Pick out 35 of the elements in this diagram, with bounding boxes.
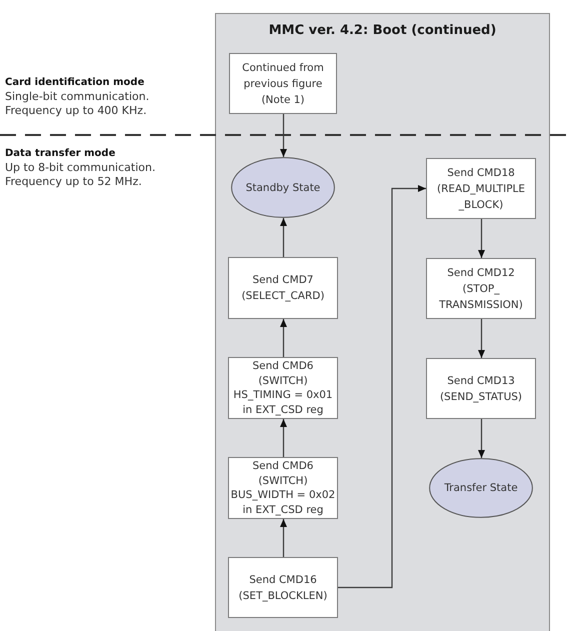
arrow	[338, 185, 426, 588]
process-box	[228, 557, 338, 618]
process-label: Send CMD6 (SWITCH) HS_TIMING = 0x01 in EXT_CSD reg	[232, 359, 334, 417]
mode-heading: Data transfer mode	[5, 147, 116, 161]
arrow	[280, 519, 287, 557]
process-label: Continued from previous figure (Note 1)	[241, 60, 325, 108]
mode-description: Single-bit communication.	[5, 90, 150, 104]
mode-description: Up to 8-bit communication.	[5, 161, 156, 175]
mode-description: Frequency up to 52 MHz.	[5, 175, 142, 189]
state-label: Standby State	[246, 180, 320, 196]
mode-description: Frequency up to 400 KHz.	[5, 104, 147, 118]
process-box	[426, 258, 536, 319]
group-panel	[215, 13, 550, 631]
arrow	[478, 419, 485, 458]
arrow	[280, 319, 287, 357]
process-box	[229, 53, 337, 114]
process-label: Send CMD6 (SWITCH) BUS_WIDTH = 0x02 in EXT_CSD reg	[230, 459, 336, 517]
process-label: Send CMD12 (STOP_ TRANSMISSION)	[438, 266, 524, 312]
process-label: Send CMD7 (SELECT_CARD)	[240, 273, 326, 304]
process-box	[228, 257, 338, 319]
arrow	[280, 218, 287, 257]
state-ellipse	[429, 458, 533, 518]
arrow	[280, 114, 287, 157]
state-label: Transfer State	[444, 481, 518, 496]
arrow	[478, 319, 485, 358]
process-box	[426, 158, 536, 219]
process-label: Send CMD18 (READ_MULTIPLE _BLOCK)	[436, 166, 526, 212]
mode-heading: Card identification mode	[5, 76, 144, 90]
panel-title: MMC ver. 4.2: Boot (continued)	[268, 22, 496, 39]
process-box	[426, 358, 536, 419]
arrow	[280, 419, 287, 457]
arrow	[478, 219, 485, 258]
process-label: Send CMD16 (SET_BLOCKLEN)	[238, 572, 328, 604]
state-ellipse	[231, 157, 335, 218]
process-label: Send CMD13 (SEND_STATUS)	[438, 374, 524, 404]
